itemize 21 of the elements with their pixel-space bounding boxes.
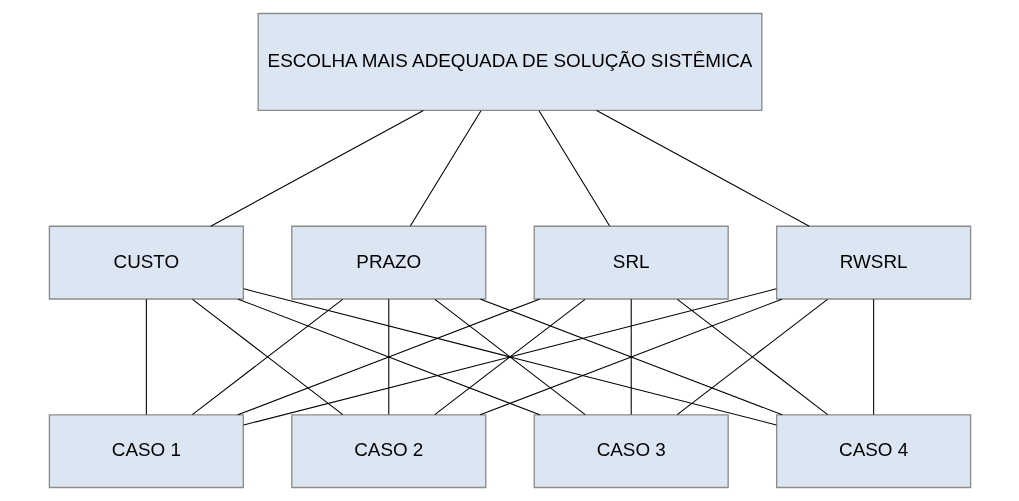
connector xyxy=(872,298,874,416)
node-box: CASO 1 xyxy=(48,414,244,489)
connector xyxy=(630,298,632,416)
node-box: PRAZO xyxy=(290,225,486,300)
connector xyxy=(676,298,828,416)
node-box: RWSRL xyxy=(775,225,971,300)
connector xyxy=(209,109,424,227)
node-box: CASO 3 xyxy=(533,414,729,489)
connector xyxy=(145,298,147,416)
connector xyxy=(538,110,610,227)
connector xyxy=(242,288,777,426)
connector xyxy=(191,298,343,416)
connector xyxy=(595,109,810,227)
connector xyxy=(409,110,481,227)
node-box: CASO 2 xyxy=(290,414,486,489)
node-box: ESCOLHA MAIS ADEQUADA DE SOLUÇÃO SISTÊMICA xyxy=(256,12,763,112)
node-box: CASO 4 xyxy=(775,414,971,489)
node-box: CUSTO xyxy=(48,225,244,300)
connector xyxy=(433,298,586,416)
connector xyxy=(387,298,389,416)
node-box: SRL xyxy=(533,225,729,300)
